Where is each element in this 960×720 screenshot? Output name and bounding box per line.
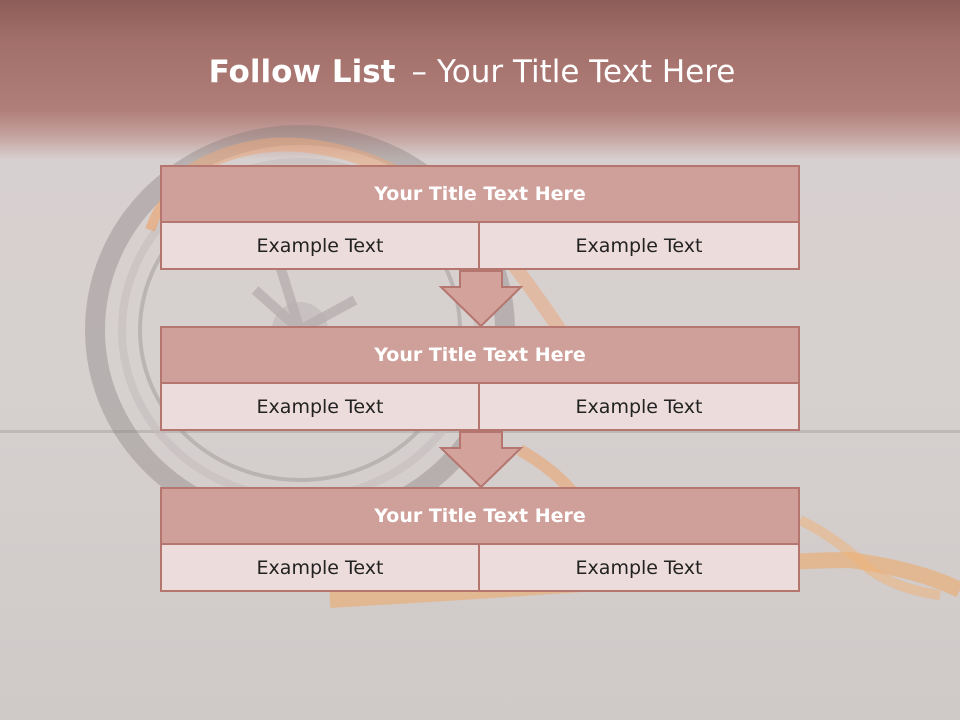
slide-title-rest: Your Title Text Here: [436, 54, 736, 90]
slide-title-bold: Follow List: [208, 54, 396, 90]
slide-title: Follow List–Your Title Text Here: [0, 54, 944, 90]
down-arrow-icon: [438, 431, 524, 489]
slide-title-separator: –: [411, 54, 427, 90]
title-banner: [0, 0, 960, 160]
step-cell-right: Example Text: [478, 382, 800, 431]
down-arrow-icon: [438, 270, 524, 328]
step-cell-right: Example Text: [478, 221, 800, 270]
step-cell-left: Example Text: [160, 221, 480, 270]
step-cell-right: Example Text: [478, 543, 800, 592]
step-cell-left: Example Text: [160, 543, 480, 592]
step-title: Your Title Text Here: [160, 326, 800, 384]
step-title: Your Title Text Here: [160, 487, 800, 545]
step-box-2: Your Title Text Here Example Text Exampl…: [160, 326, 800, 431]
step-row: Example Text Example Text: [160, 221, 800, 270]
step-box-3: Your Title Text Here Example Text Exampl…: [160, 487, 800, 592]
step-box-1: Your Title Text Here Example Text Exampl…: [160, 165, 800, 270]
step-title: Your Title Text Here: [160, 165, 800, 223]
step-cell-left: Example Text: [160, 382, 480, 431]
step-row: Example Text Example Text: [160, 382, 800, 431]
step-row: Example Text Example Text: [160, 543, 800, 592]
